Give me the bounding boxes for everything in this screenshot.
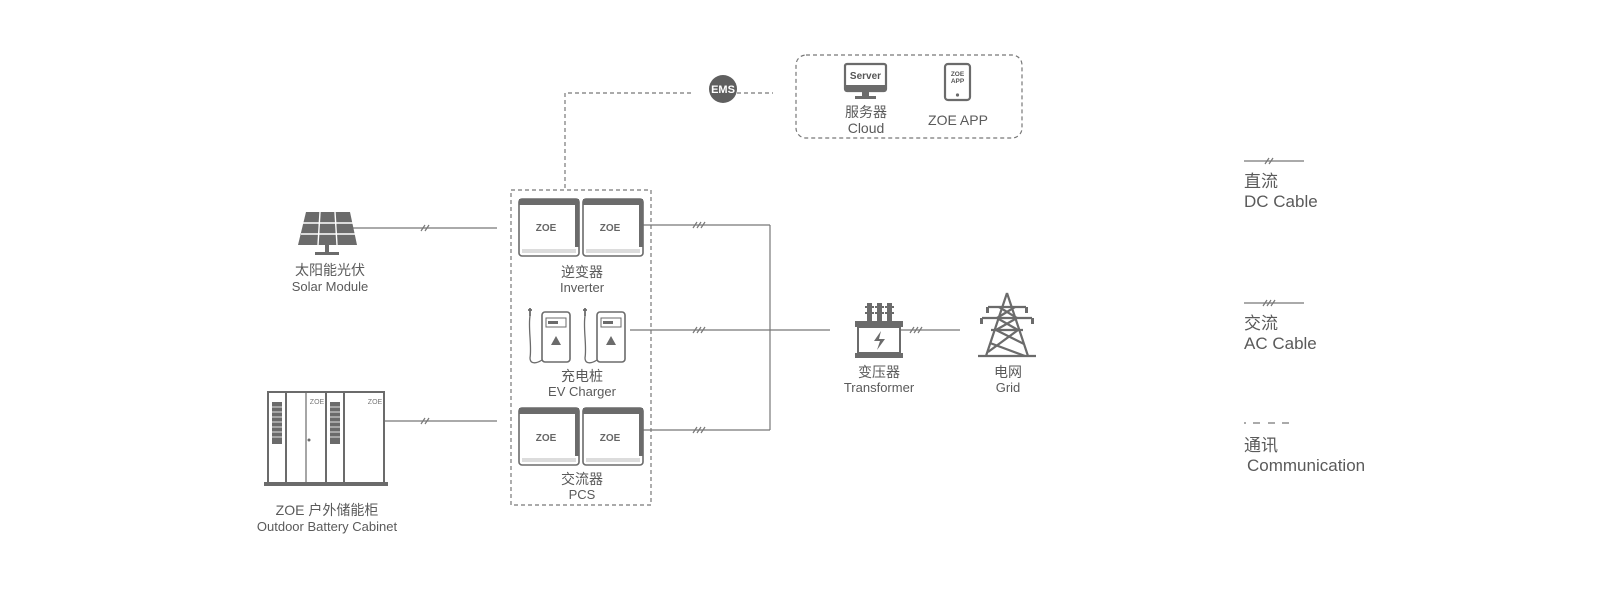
tablet-icon <box>943 62 972 102</box>
server-label-zh: 服务器 <box>845 104 887 120</box>
inverter-logo-1: ZOE <box>536 223 557 234</box>
app-screen-line2: APP <box>951 78 965 85</box>
transformer-icon <box>855 303 903 358</box>
app-node: ZOE APP ZOE APP <box>928 62 988 128</box>
monitor-icon <box>843 62 888 99</box>
communication-lines <box>510 54 1023 506</box>
power-tower-icon <box>978 292 1036 358</box>
charger-label-zh: 充电桩 <box>561 368 603 384</box>
solar-node: 太阳能光伏 Solar Module <box>292 211 369 294</box>
battery-node: ZOE ZOE ZOE 户外储能柜 Outdoor Battery Cabine… <box>257 391 398 534</box>
solar-label-en: Solar Module <box>292 279 369 294</box>
grid-label-zh: 电网 <box>994 364 1022 380</box>
legend: 直流 DC Cable 交流 AC Cable 通讯 Communication <box>1244 157 1365 475</box>
ems-label: EMS <box>711 84 735 96</box>
pcs-label-zh: 交流器 <box>561 471 603 487</box>
pcs-logo-1: ZOE <box>536 433 557 444</box>
charger-unit-2 <box>582 307 626 364</box>
battery-label-en: Outdoor Battery Cabinet <box>257 519 398 534</box>
connection-lines <box>343 221 960 434</box>
transformer-label-en: Transformer <box>844 380 915 395</box>
inverter-label-en: Inverter <box>560 280 605 295</box>
cloud-group-frame <box>795 54 1023 139</box>
charger-unit-1 <box>527 307 571 364</box>
pcs-logo-2: ZOE <box>600 433 621 444</box>
server-screen-text: Server <box>850 71 881 82</box>
app-label: ZOE APP <box>928 112 988 128</box>
solar-panel-icon <box>298 211 357 255</box>
legend-dc: 直流 DC Cable <box>1244 157 1318 211</box>
charger-node: 充电桩 EV Charger <box>527 307 626 399</box>
solar-label-zh: 太阳能光伏 <box>295 262 365 278</box>
legend-ac-zh: 交流 <box>1244 314 1278 333</box>
grid-label-en: Grid <box>996 380 1021 395</box>
legend-ac: 交流 AC Cable <box>1244 299 1317 353</box>
legend-ac-en: AC Cable <box>1244 334 1317 353</box>
battery-label-zh: ZOE 户外储能柜 <box>276 502 379 518</box>
equipment-group-frame <box>510 189 652 506</box>
server-node: Server 服务器 Cloud <box>843 62 888 136</box>
pcs-node: ZOE ZOE 交流器 PCS <box>518 407 644 502</box>
transformer-node: 变压器 Transformer <box>844 303 915 395</box>
transformer-label-zh: 变压器 <box>858 364 900 380</box>
pcs-label-en: PCS <box>569 487 596 502</box>
legend-comm-en: Communication <box>1247 456 1365 475</box>
grid-node: 电网 Grid <box>978 292 1036 395</box>
legend-dc-zh: 直流 <box>1244 172 1278 191</box>
charger-label-en: EV Charger <box>548 384 617 399</box>
legend-dc-en: DC Cable <box>1244 192 1318 211</box>
inverter-logo-2: ZOE <box>600 223 621 234</box>
app-screen-line1: ZOE <box>951 71 965 78</box>
battery-logo-left: ZOE <box>310 399 325 406</box>
server-label-en: Cloud <box>848 120 885 136</box>
ems-badge <box>709 75 737 103</box>
inverter-label-zh: 逆变器 <box>561 264 603 280</box>
ems-node: EMS <box>709 75 737 103</box>
legend-comm: 通讯 Communication <box>1244 422 1365 475</box>
inverter-node: ZOE ZOE 逆变器 Inverter <box>518 198 644 295</box>
battery-logo-right: ZOE <box>368 399 383 406</box>
legend-comm-zh: 通讯 <box>1244 436 1278 455</box>
battery-cabinet-icon <box>264 391 388 486</box>
